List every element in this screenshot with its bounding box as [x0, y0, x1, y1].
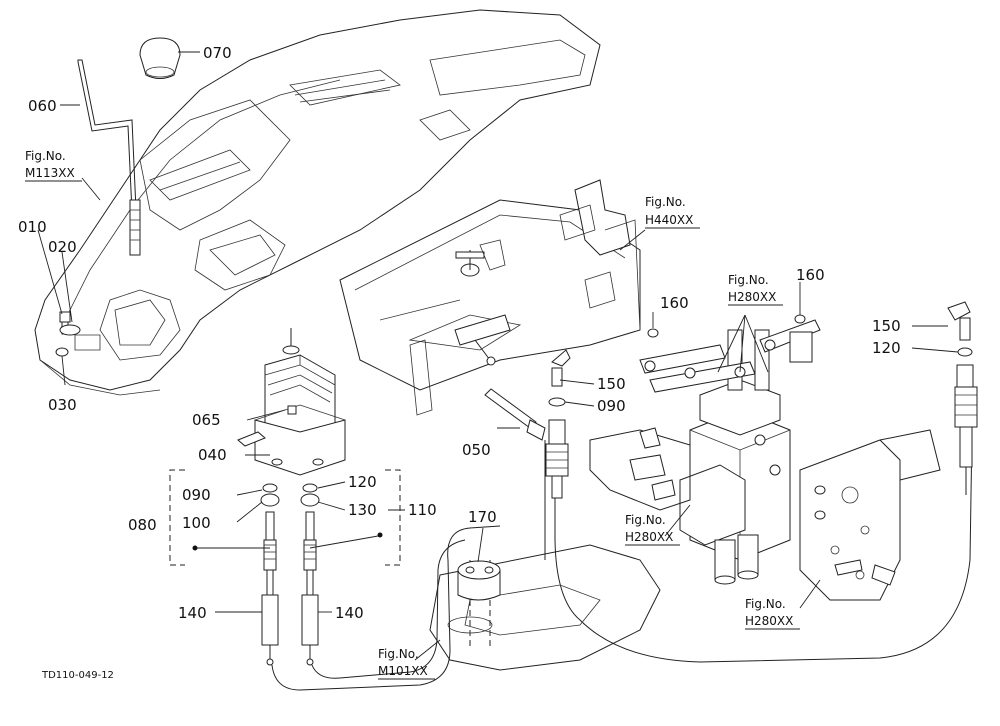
- figref-m113-code: M113XX: [25, 166, 75, 180]
- cable-end-center: [545, 349, 571, 499]
- label-040: 040: [198, 446, 227, 464]
- figref-m113-label: Fig.No.: [25, 149, 66, 163]
- right-mounting-plate: [799, 429, 941, 601]
- figref-h280-top-label: Fig.No.: [728, 273, 769, 287]
- linkage-arms: [639, 314, 821, 393]
- lower-bracket: [589, 427, 691, 511]
- figref-h280-top-code: H280XX: [728, 290, 776, 304]
- frame-plate: [339, 179, 641, 416]
- control-valve: [237, 328, 346, 476]
- lever-knob: [139, 37, 181, 79]
- label-150-center: 150: [597, 375, 626, 393]
- figref-m101-label: Fig.No.: [378, 647, 419, 661]
- leader-lines: [37, 51, 959, 661]
- figref-m101-code: M101XX: [378, 664, 428, 678]
- label-090-center: 090: [597, 397, 626, 415]
- figref-h440-code: H440XX: [645, 213, 693, 227]
- label-070: 070: [203, 44, 232, 62]
- cable-bushing: [457, 560, 501, 601]
- bolt-assembly: [55, 311, 81, 357]
- cable-routing: [271, 429, 973, 691]
- figref-h440-label: Fig.No.: [645, 195, 686, 209]
- group-dot-right: [377, 532, 383, 538]
- group-bracket-080: [169, 469, 185, 566]
- label-120-left: 120: [348, 473, 377, 491]
- label-020: 020: [48, 238, 77, 256]
- label-100: 100: [182, 514, 211, 532]
- label-065: 065: [192, 411, 221, 429]
- label-150-right: 150: [872, 317, 901, 335]
- floor-bracket: [429, 544, 661, 671]
- label-080: 080: [128, 516, 157, 534]
- label-120-right: 120: [872, 339, 901, 357]
- figref-h280-mid: Fig.No. H280XX: [625, 513, 680, 546]
- figref-h280-mid-label: Fig.No.: [625, 513, 666, 527]
- label-010: 010: [18, 218, 47, 236]
- group-bracket-110: [385, 469, 401, 566]
- label-030: 030: [48, 396, 77, 414]
- label-110: 110: [408, 501, 437, 519]
- hydraulic-valve-block: [679, 329, 791, 585]
- figref-h280-bottom: Fig.No. H280XX: [745, 597, 800, 630]
- drawing-code: TD110-049-12: [41, 670, 114, 681]
- cable-assembly-left: [260, 483, 320, 666]
- label-160-right: 160: [796, 266, 825, 284]
- operator-console: [34, 9, 601, 396]
- label-060: 060: [28, 97, 57, 115]
- figref-h280-bottom-code: H280XX: [745, 614, 793, 628]
- label-130: 130: [348, 501, 377, 519]
- group-dot-left: [192, 545, 198, 551]
- label-050: 050: [462, 441, 491, 459]
- shift-lever: [77, 59, 141, 256]
- figref-h280-top: Fig.No. H280XX: [728, 273, 783, 306]
- cable-end-right: [947, 301, 978, 495]
- label-140-left: 140: [178, 604, 207, 622]
- label-170: 170: [468, 508, 497, 526]
- label-090-left: 090: [182, 486, 211, 504]
- label-140-right: 140: [335, 604, 364, 622]
- long-bolt: [484, 388, 546, 441]
- figref-h280-bottom-label: Fig.No.: [745, 597, 786, 611]
- figref-h440: Fig.No. H440XX: [645, 195, 700, 229]
- label-160-left: 160: [660, 294, 689, 312]
- figref-m113: Fig.No. M113XX: [25, 149, 82, 182]
- figref-m101: Fig.No. M101XX: [378, 647, 435, 680]
- figref-h280-mid-code: H280XX: [625, 530, 673, 544]
